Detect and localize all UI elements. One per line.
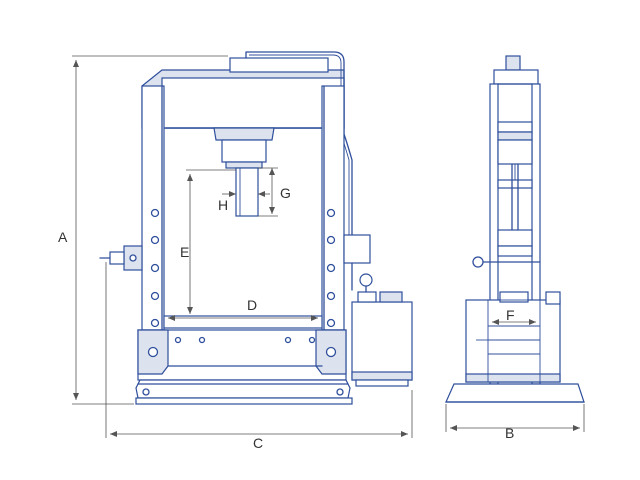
left-column	[141, 85, 165, 331]
column-hole	[150, 235, 160, 245]
label-d: D	[247, 297, 257, 313]
bed-hole	[198, 336, 206, 344]
column-hole	[150, 318, 160, 328]
bed-hole	[147, 346, 159, 358]
pump-unit	[351, 273, 413, 387]
hydraulic-hose	[245, 51, 353, 236]
pressure-gauge-icon	[359, 273, 373, 287]
label-c: C	[253, 435, 263, 451]
label-h: H	[218, 197, 228, 213]
side-valve	[99, 245, 143, 271]
column-hole	[326, 318, 336, 328]
bed-frame	[135, 315, 353, 405]
bed-hole	[308, 336, 316, 344]
ram-cylinder	[213, 127, 275, 217]
dimension-labels: A B C D E F G H	[58, 185, 515, 451]
label-f: F	[506, 307, 515, 323]
column-hole	[150, 291, 160, 301]
label-a: A	[58, 229, 68, 245]
bed-hole	[284, 336, 292, 344]
dimension-lines	[72, 55, 585, 438]
column-hole	[326, 208, 336, 218]
label-b: B	[505, 425, 514, 441]
column-hole	[326, 263, 336, 273]
front-view	[99, 51, 413, 405]
column-hole	[326, 235, 336, 245]
column-hole	[150, 208, 160, 218]
label-g: G	[280, 185, 291, 201]
top-crown	[141, 57, 345, 129]
bed-hole	[174, 336, 182, 344]
column-hole	[150, 263, 160, 273]
control-box	[343, 234, 371, 291]
column-hole	[326, 291, 336, 301]
side-view	[445, 55, 585, 403]
label-e: E	[180, 244, 189, 260]
bed-hole	[325, 346, 337, 358]
right-column	[321, 85, 345, 331]
